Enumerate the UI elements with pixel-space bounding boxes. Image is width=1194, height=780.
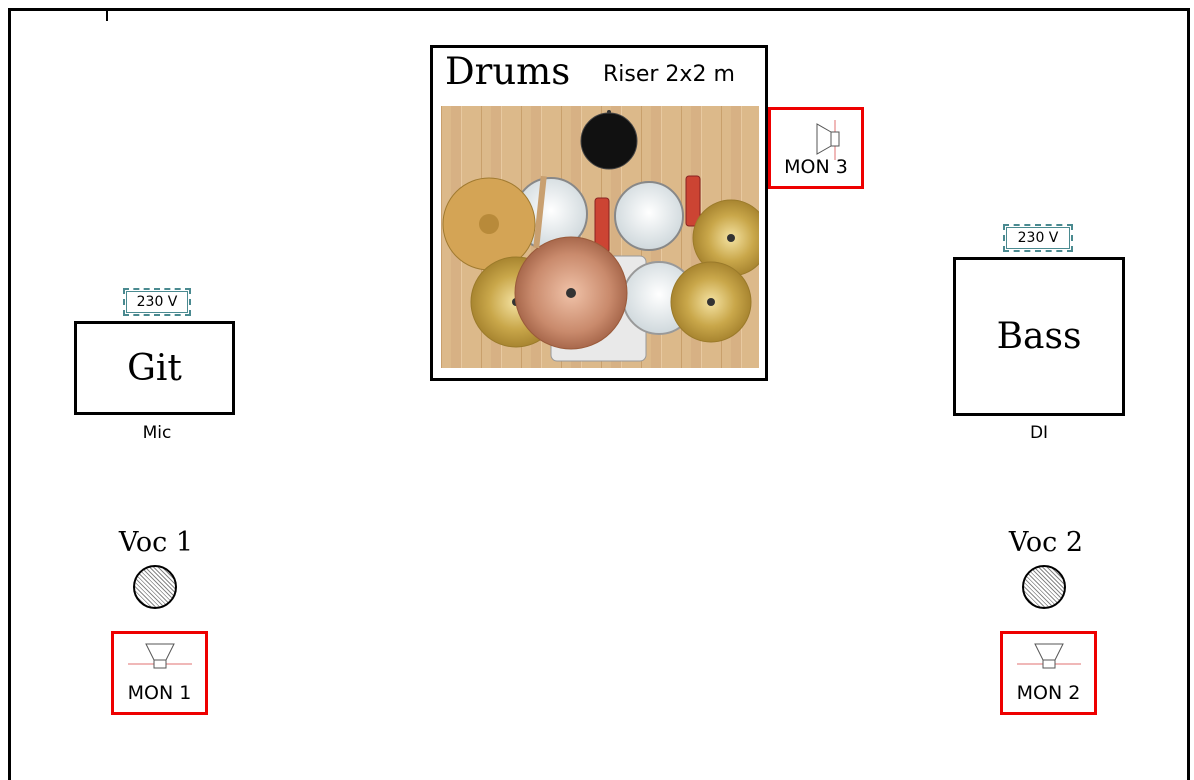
monitor-2: MON 2	[1000, 631, 1097, 715]
monitor-3: MON 3	[768, 107, 864, 189]
mic-icon	[1022, 565, 1066, 609]
guitar-amp-label: Git	[127, 348, 182, 389]
guitar-input: Mic	[107, 423, 207, 443]
drums-title: Drums	[445, 50, 570, 93]
vocal-1-label: Voc 1	[96, 527, 216, 558]
bass-input: DI	[989, 423, 1089, 443]
monitor-1-label: MON 1	[114, 682, 205, 704]
bass-amp-label: Bass	[997, 316, 1082, 357]
stage-edge-tick	[106, 11, 108, 21]
monitor-1: MON 1	[111, 631, 208, 715]
drums-riser: Drums Riser 2x2 m	[430, 45, 768, 381]
monitor-2-label: MON 2	[1003, 682, 1094, 704]
bass-amp: Bass	[953, 257, 1125, 416]
guitar-power-outlet: 230 V	[123, 288, 191, 316]
speaker-icon	[807, 120, 843, 160]
guitar-amp: Git	[74, 321, 235, 415]
mic-icon	[133, 565, 177, 609]
drum-kit-image	[441, 106, 759, 368]
vocal-2-label: Voc 2	[986, 527, 1106, 558]
speaker-icon	[1017, 642, 1081, 676]
riser-size: Riser 2x2 m	[603, 62, 735, 87]
monitor-3-label: MON 3	[771, 156, 861, 178]
speaker-icon	[128, 642, 192, 676]
bass-power-outlet: 230 V	[1003, 224, 1073, 252]
